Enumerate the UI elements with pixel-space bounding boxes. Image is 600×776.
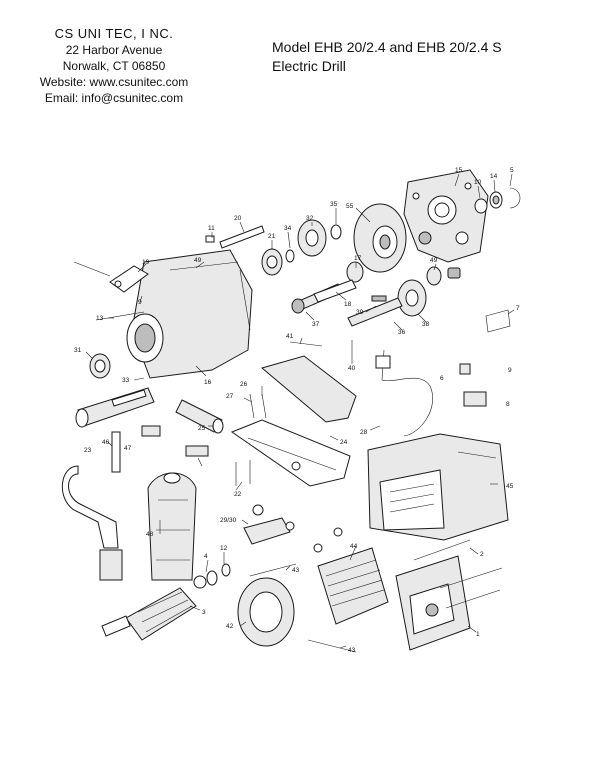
part-label: 26: [240, 381, 248, 388]
part-label: 21: [268, 233, 276, 240]
part-label: 28: [360, 429, 368, 436]
part-label: 9: [138, 299, 142, 306]
end-cap-part: [237, 577, 295, 647]
rear-handle-part: [230, 355, 357, 487]
gears-part: [261, 219, 442, 317]
part-label: 49: [430, 257, 438, 264]
part-label: 15: [455, 167, 463, 174]
gear-housing-part: [126, 249, 253, 379]
part-label: 24: [340, 439, 348, 446]
leader-lines: [85, 173, 515, 649]
part-label: 29/30: [220, 517, 237, 524]
part-label: 31: [74, 347, 82, 354]
part-label: 33: [122, 377, 130, 384]
website-text: Website: www.csunitec.com: [39, 75, 189, 89]
part-label: 17: [354, 255, 362, 262]
motor-cover-part: [395, 555, 471, 651]
part-label: 37: [312, 321, 320, 328]
part-label: 4: [204, 553, 208, 560]
motor-housing-part: [367, 433, 509, 541]
part-label: 42: [226, 623, 234, 630]
part-label: 20: [234, 215, 242, 222]
part-label: 43: [292, 567, 300, 574]
part-label: 10: [474, 179, 482, 186]
spindle-part: [75, 387, 155, 428]
bearing-part: [89, 353, 111, 379]
part-label: 9: [508, 367, 512, 374]
part-label: 41: [286, 333, 294, 340]
part-label: 44: [350, 543, 358, 550]
part-label: 23: [84, 447, 92, 454]
gearbox-cover-part: [403, 169, 489, 263]
part-label: 16: [204, 379, 212, 386]
part-label: 14: [490, 173, 498, 180]
part-label: 2: [480, 551, 484, 558]
part-label: 19: [142, 259, 150, 266]
part-label: 22: [234, 491, 242, 498]
part-label: 27: [226, 393, 234, 400]
part-label: 6: [440, 375, 444, 382]
part-label: 25: [198, 425, 206, 432]
part-label: 7: [516, 305, 520, 312]
part-label: 35: [330, 201, 338, 208]
bearing-rings-part: [447, 187, 521, 279]
part-label: 3: [202, 609, 206, 616]
part-label: 40: [348, 365, 356, 372]
part-label: 1: [476, 631, 480, 638]
part-labels: 15 10 14 5 55 35 20 32 34 21 11 49 19 9 …: [74, 167, 520, 654]
product-subtitle: Electric Drill: [272, 58, 346, 74]
document-title: Model EHB 20/2.4 and EHB 20/2.4 S Electr…: [272, 38, 502, 76]
part-label: 49: [194, 257, 202, 264]
part-label: 18: [344, 301, 352, 308]
address-line-2: Norwalk, CT 06850: [62, 59, 166, 73]
part-label: 12: [220, 545, 228, 552]
power-cable-part: [375, 309, 511, 437]
field-coil-part: [313, 527, 389, 625]
part-label: 8: [506, 401, 510, 408]
model-title: Model EHB 20/2.4 and EHB 20/2.4 S: [272, 39, 502, 55]
long-screws-part: [249, 539, 503, 653]
part-label: 11: [208, 225, 215, 232]
part-label: 55: [346, 203, 354, 210]
part-label: 39: [356, 309, 364, 316]
gear-plate-part: [353, 203, 407, 273]
company-block: CS UNI TEC, I NC. 22 Harbor Avenue Norwa…: [20, 26, 208, 106]
part-label: 48: [146, 531, 154, 538]
email-text: Email: info@csunitec.com: [44, 91, 184, 105]
bracket-part: [73, 261, 149, 321]
address-line-1: 22 Harbor Avenue: [65, 43, 163, 57]
part-label: 13: [96, 315, 104, 322]
sleeve-part: [175, 341, 323, 486]
part-label: 34: [284, 225, 292, 232]
part-label: 47: [124, 445, 132, 452]
shaft-part: [205, 225, 403, 327]
armature-part: [101, 563, 231, 641]
part-label: 43: [348, 647, 356, 654]
part-label: 36: [398, 329, 406, 336]
part-label: 32: [306, 215, 314, 222]
side-handle-part: [61, 425, 209, 581]
part-label: 5: [510, 167, 514, 174]
part-label: 38: [422, 321, 430, 328]
company-name: CS UNI TEC, I NC.: [54, 26, 174, 41]
part-label: 46: [102, 439, 110, 446]
part-label: 45: [506, 483, 514, 490]
brush-holder-part: [243, 504, 295, 545]
